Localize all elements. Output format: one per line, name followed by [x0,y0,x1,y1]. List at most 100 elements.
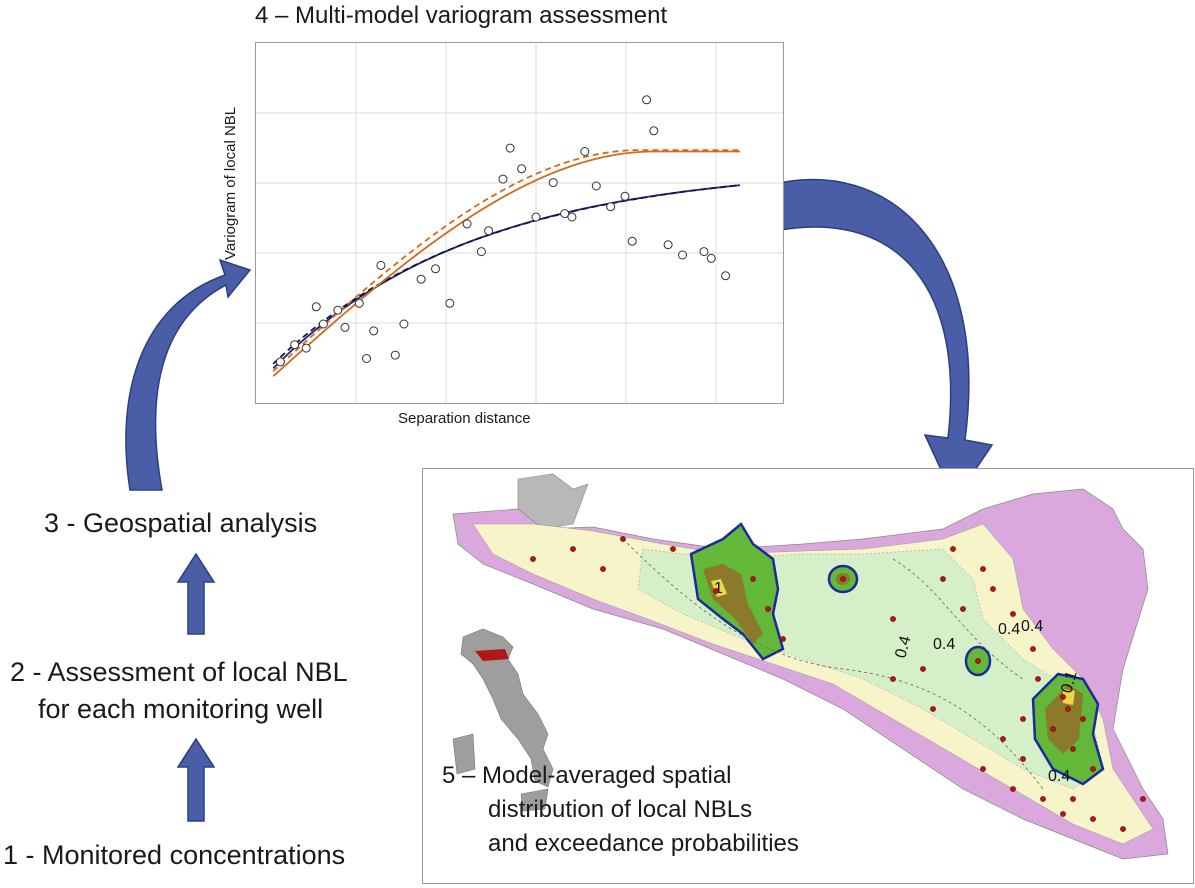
variogram-chart [255,42,784,404]
contour-label: 0.4 [933,636,955,653]
variogram-point [290,340,300,350]
variogram-point [445,298,455,308]
monitoring-well-point [750,576,756,582]
contour-label: 1 [714,580,723,597]
step-5-label-line3: and exceedance probabilities [488,830,799,857]
monitoring-well-point [1065,706,1071,712]
model-orange-solid-line [272,150,740,377]
monitoring-well-point [950,546,956,552]
variogram-y-axis-label: Variogram of local NBL [222,106,239,260]
variogram-point [699,247,709,257]
variogram-point [354,298,364,308]
nbl-map-panel: 1 0.4 0.4 0.4 0.4 0.1 0.4 [422,468,1194,884]
monitoring-wells [530,536,1146,832]
variogram-point [416,274,426,284]
variogram-point [498,174,508,184]
contour-label: 0.4 [998,621,1020,638]
up-arrow-icon [176,552,216,635]
up-arrow-icon [176,737,216,822]
variogram-x-axis-label: Separation distance [398,410,531,427]
variogram-point [531,212,541,222]
monitoring-well-point [1060,694,1066,700]
monitoring-well-point [940,576,946,582]
monitoring-well-point [1035,676,1041,682]
variogram-point [505,143,515,153]
monitoring-well-point [530,556,536,562]
variogram-point [390,350,400,360]
monitoring-well-point [840,576,846,582]
monitoring-well-point [570,546,576,552]
variogram-plot-area [256,43,783,403]
monitoring-well-point [890,616,896,622]
variogram-point [580,147,590,156]
monitoring-well-point [920,666,926,672]
monitoring-well-point [1010,611,1016,617]
monitoring-well-point [600,566,606,572]
curved-arrow-icon [769,178,994,502]
monitoring-well-point [980,766,986,772]
variogram-point [484,226,494,236]
variogram-point [462,219,472,229]
contour-label: 0.4 [1021,618,1043,635]
monitoring-well-point [1030,646,1036,652]
monitoring-well-point [1010,786,1016,792]
variogram-point [376,260,386,270]
monitoring-well-point [1070,746,1076,752]
variogram-point [606,202,616,212]
monitoring-well-point [1050,726,1056,732]
variogram-point [399,319,409,329]
monitoring-well-point [1090,816,1096,822]
variogram-point [627,236,637,246]
variogram-point [620,191,630,201]
model-navy-dashed-line [272,184,740,365]
variogram-point [362,354,371,363]
variogram-point [649,126,659,136]
contour-label: 0.4 [892,634,914,660]
monitoring-well-point [620,536,626,542]
variogram-point [678,250,687,260]
monitoring-well-point [670,546,676,552]
model-orange-dashed-line [272,149,740,372]
italy-inset-map [452,628,554,812]
monitoring-well-point [930,706,936,712]
variogram-point [301,343,311,353]
monitoring-well-point [765,606,771,612]
contour-label: 0.1 [1058,669,1080,695]
variogram-point [311,302,321,312]
variogram-point [706,253,716,263]
monitoring-well-point [1000,736,1006,742]
variogram-title: 4 – Multi-model variogram assessment [255,2,668,29]
emilia-romagna-map: 1 0.4 0.4 0.4 0.4 0.1 0.4 [452,473,1169,860]
variogram-point [721,271,731,281]
variogram-point [560,209,570,219]
monitoring-well-point [1020,716,1026,722]
step-2-label-line1: 2 - Assessment of local NBL [10,657,348,687]
variogram-point [591,181,601,191]
monitoring-well-point [713,588,719,594]
monitoring-well-point [1140,796,1146,802]
step-1-label: 1 - Monitored concentrations [3,840,346,870]
variogram-point [663,240,673,250]
variogram-point [369,326,379,336]
model-blue-solid-line [272,184,740,370]
variogram-point [318,319,328,329]
variogram-point [548,178,558,188]
monitoring-well-point [1070,796,1076,802]
monitoring-well-point [975,658,981,664]
variogram-point [642,95,652,105]
variogram-point [340,322,350,332]
monitoring-well-point [780,636,786,642]
monitoring-well-point [1080,716,1086,722]
variogram-point [431,264,440,274]
step-3-label: 3 - Geospatial analysis [44,508,318,538]
contour-label: 0.4 [1048,768,1070,785]
step-2-label-line2: for each monitoring well [38,694,324,724]
variogram-point [275,357,285,367]
monitoring-well-point [1020,756,1026,762]
variogram-point [517,164,527,174]
variogram-point [567,212,577,222]
variogram-point [476,247,486,257]
monitoring-well-point [1040,796,1046,802]
monitoring-well-point [980,566,986,572]
monitoring-well-point [1090,766,1096,772]
